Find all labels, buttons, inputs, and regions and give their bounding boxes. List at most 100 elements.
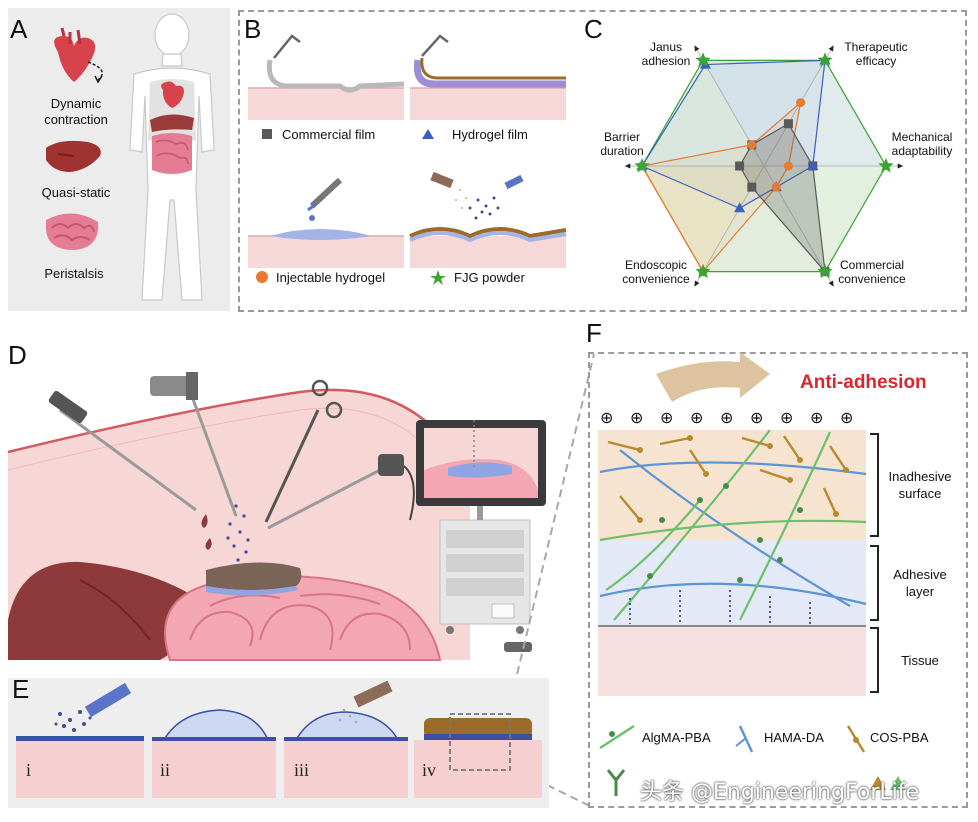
camera-instrument — [267, 454, 415, 530]
radar-axis-arrowhead — [828, 280, 834, 287]
radar-axis-label-line: convenience — [622, 272, 690, 286]
radar-sector — [703, 60, 825, 166]
legend-marker-circle — [256, 271, 268, 283]
laparoscope-instrument — [48, 390, 197, 512]
radar-marker-square — [783, 119, 793, 129]
step-label-i: i — [26, 760, 32, 780]
forceps-instrument — [264, 379, 343, 523]
legend-commercial-film: Commercial film — [282, 127, 376, 142]
legend-cos-pba: COS-PBA — [870, 730, 929, 745]
radar-marker-star — [878, 158, 894, 173]
panel-a-label: A — [10, 14, 28, 44]
fjg-powder-tile — [409, 171, 567, 268]
positive-charge-icon: ⊕ — [600, 408, 614, 427]
positive-charge-icon: ⊕ — [750, 408, 764, 427]
powder-applicator-instrument — [150, 372, 238, 517]
heart-icon — [54, 27, 103, 84]
panel-b-label: B — [244, 14, 262, 44]
positive-charge-icon: ⊕ — [840, 408, 854, 427]
radar-axis-arrowhead — [694, 280, 700, 287]
radar-sector — [764, 60, 886, 166]
panel-f-frame — [588, 352, 968, 808]
radar-sector — [703, 166, 825, 272]
panel-bc-frame — [238, 10, 967, 312]
step-label-ii: ii — [160, 760, 171, 780]
radar-marker-square — [747, 182, 757, 192]
radar-marker-square — [735, 161, 745, 171]
zone-label-line: Inadhesive — [888, 469, 952, 484]
intestine-mass — [164, 575, 442, 661]
step-label-iv: iv — [422, 760, 437, 780]
radar-axis-label-line: duration — [600, 144, 644, 158]
radar-marker-star — [817, 263, 833, 279]
radar-marker-circle — [796, 98, 806, 108]
zone-label-line: surface — [898, 486, 942, 501]
organ-label-liver: Quasi-static — [41, 185, 111, 200]
legend-hama-da: HAMA-DA — [764, 730, 824, 745]
panel-e-label: E — [12, 674, 30, 704]
anti-adhesion-arrow — [656, 352, 770, 402]
endoscope-monitor — [416, 420, 546, 506]
radar-axis-label-line: Endoscopic — [624, 258, 688, 272]
commercial-film-tile — [248, 34, 405, 120]
legend-algma-pba: AlgMA-PBA — [642, 730, 711, 745]
zoom-box — [449, 713, 511, 771]
zone-label-adhesive-layer: Adhesive layer — [880, 566, 960, 600]
watermark-text: 头条 @EngineeringForLife — [640, 780, 920, 805]
step-label-iii: iii — [294, 760, 310, 780]
radar-axis-arrowhead — [897, 163, 904, 169]
panel-f-label: F — [586, 318, 602, 348]
radar-marker-star — [695, 263, 711, 279]
liver-icon — [46, 140, 101, 172]
positive-charge-icon: ⊕ — [690, 408, 704, 427]
legend-hydrogel-film: Hydrogel film — [452, 127, 528, 142]
injectable-hydrogel-tile — [248, 177, 404, 268]
radar-marker-circle — [747, 140, 757, 150]
radar-axis-arrowhead — [624, 163, 631, 169]
organ-label-intestine: Peristalsis — [44, 266, 104, 281]
radar-axis-label-line: efficacy — [855, 54, 897, 68]
radar-marker-circle — [771, 182, 781, 192]
radar-axis-label-line: Janus — [649, 40, 683, 54]
radar-axis-label-line: Barrier — [603, 130, 640, 144]
legend-marker-triangle — [422, 129, 434, 139]
hydrogel-film-tile — [410, 34, 566, 120]
algma-pba-icon — [599, 724, 635, 750]
radar-sector — [764, 166, 886, 272]
positive-charge-icon: ⊕ — [660, 408, 674, 427]
radar-marker-star — [695, 52, 711, 67]
radar-axis-arrowhead — [694, 45, 700, 52]
legend-fjg-powder: FJG powder — [454, 270, 525, 285]
intestine-icon — [46, 213, 99, 250]
radar-sector — [642, 166, 764, 272]
radar-axis-label-line: convenience — [838, 272, 906, 286]
legend-marker-square — [262, 129, 272, 139]
anti-adhesion-title: Anti-adhesion — [800, 372, 927, 393]
radar-axis-label-line: Commercial — [839, 258, 904, 272]
radar-marker-star — [817, 52, 833, 67]
radar-marker-circle — [783, 161, 793, 171]
radar-marker-triangle — [734, 202, 746, 213]
radar-axis-arrowhead — [828, 45, 834, 52]
zone-label-line: Adhesive — [893, 567, 947, 582]
organ-label-line: Dynamic — [50, 96, 102, 111]
radar-sector — [642, 60, 764, 166]
panel-c-label: C — [584, 14, 603, 44]
positive-charge-icon: ⊕ — [780, 408, 794, 427]
radar-axis-label-line: Therapeutic — [844, 40, 908, 54]
organ-label-heart: Dynamic contraction — [26, 96, 126, 128]
radar-marker-star — [634, 158, 650, 173]
zone-label-line: layer — [905, 584, 935, 599]
panel-d-label: D — [8, 340, 27, 370]
